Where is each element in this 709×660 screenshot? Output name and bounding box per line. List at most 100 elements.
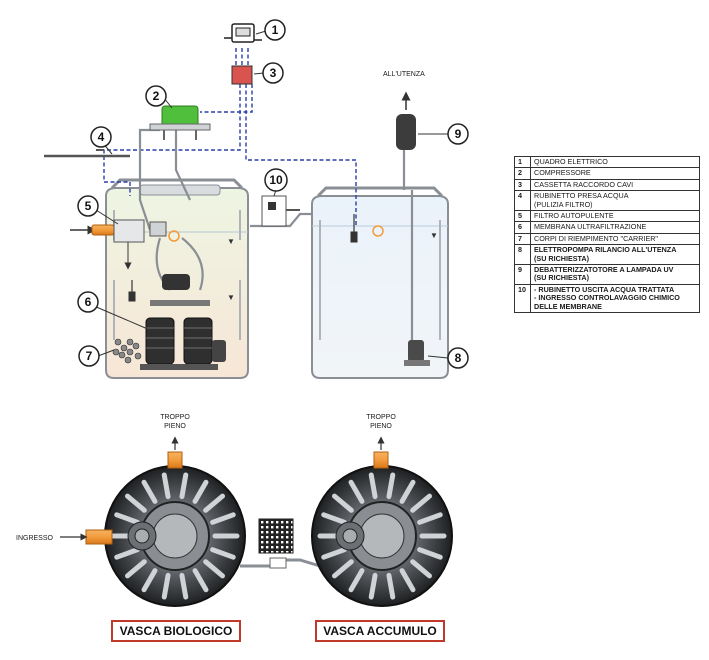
legend-text-line: MEMBRANA ULTRAFILTRAZIONE xyxy=(534,222,647,232)
legend-number: 10 xyxy=(514,283,531,314)
lid-rib xyxy=(417,547,443,560)
svg-text:▼: ▼ xyxy=(227,237,235,246)
callouts: 1 3 2 4 5 6 7 8 9 10 xyxy=(77,19,469,369)
lid-rib xyxy=(114,512,140,525)
legend-text-line: (PULIZIA FILTRO) xyxy=(534,199,593,209)
vasca-biologico-box xyxy=(111,620,241,642)
svg-text:▼: ▼ xyxy=(430,231,438,240)
legend-number: 9 xyxy=(514,264,531,285)
lid-rib xyxy=(399,479,416,504)
lid-rib xyxy=(399,568,416,593)
lid-rib xyxy=(125,559,147,579)
legend-number: 1 xyxy=(514,155,531,169)
legend-text: RUBINETTO PRESA ACQUA(PULIZIA FILTRO) xyxy=(530,190,700,212)
vasca-accumulo-top xyxy=(311,451,453,607)
lid-rib xyxy=(321,512,347,525)
lid-rib xyxy=(192,479,209,504)
lid-rib xyxy=(203,559,225,579)
lid-rib xyxy=(348,479,365,504)
legend-text: ELETTROPOMPA RILANCIO ALL'UTENZA(SU RICH… xyxy=(530,244,700,266)
lid-rib xyxy=(114,547,140,560)
legend-number: 5 xyxy=(514,210,531,223)
vasca-accumulo-box xyxy=(315,620,445,642)
float-switch-icons xyxy=(128,214,358,302)
legend-text: FILTRO AUTOPULENTE xyxy=(530,210,700,223)
lid-rib xyxy=(321,547,347,560)
rubinetto-uscita-icon xyxy=(261,195,300,227)
vasca-biologico-top xyxy=(85,451,246,607)
callout-10: 10 xyxy=(269,173,283,187)
legend-text-line: (SU RICHIESTA) xyxy=(534,253,589,263)
lid-rib xyxy=(203,493,225,513)
callout-5: 5 xyxy=(85,199,92,213)
legend-text-line: ELETTROPOMPA RILANCIO ALL'UTENZA xyxy=(534,245,677,255)
lid-rib xyxy=(368,472,378,500)
lid-rib xyxy=(192,568,209,593)
legend-text: QUADRO ELETTRICO xyxy=(530,155,700,169)
compressore-icon xyxy=(149,105,211,140)
filtro-autopulente-icon xyxy=(70,219,180,270)
lid-rib xyxy=(141,479,158,504)
legend-text-line: - RUBINETTO USCITA ACQUA TRATTATA xyxy=(534,284,675,294)
lid-rib xyxy=(179,472,189,500)
lid-rib xyxy=(368,572,378,600)
ingresso-label: INGRESSO xyxy=(16,535,54,542)
troppo-pieno-right-1: TROPPO xyxy=(366,414,396,421)
legend-text: CORPI DI RIEMPIMENTO "CARRIER" xyxy=(530,232,700,246)
legend-text: MEMBRANA ULTRAFILTRAZIONE xyxy=(530,221,700,234)
callout-3: 3 xyxy=(270,66,277,80)
legend-text-line: DELLE MEMBRANE xyxy=(534,301,602,311)
lid-rib xyxy=(332,559,354,579)
connection-pipe-top xyxy=(240,518,321,569)
legend-text-line: - INGRESSO CONTROLAVAGGIO CHIMICO xyxy=(534,293,680,303)
callout-8: 8 xyxy=(455,351,462,365)
callout-9: 9 xyxy=(455,127,462,141)
lid-rib xyxy=(410,493,432,513)
vasca-biologico-title: VASCA BIOLOGICO xyxy=(120,624,233,638)
legend-text-line: QUADRO ELETTRICO xyxy=(534,157,608,166)
lid-rib xyxy=(386,572,396,600)
legend-number: 6 xyxy=(514,221,531,234)
legend-text: COMPRESSORE xyxy=(530,167,700,180)
legend-text-line: RUBINETTO PRESA ACQUA xyxy=(534,191,629,201)
lid-rib xyxy=(332,493,354,513)
legend-number: 8 xyxy=(514,244,531,266)
legend-number: 7 xyxy=(514,232,531,246)
lid-rib xyxy=(410,559,432,579)
lid-rib xyxy=(386,472,396,500)
lid-rib xyxy=(179,572,189,600)
membrana-ultrafiltrazione-icon xyxy=(140,274,226,370)
lid-rib xyxy=(161,572,171,600)
legend-text: DEBATTERIZZATOTORE A LAMPADA UV(SU RICHI… xyxy=(530,264,700,285)
lid-rib xyxy=(417,512,443,525)
rubinetto-presa-acqua-icon xyxy=(44,149,130,158)
lid-rib xyxy=(210,512,236,525)
callout-7: 7 xyxy=(86,349,93,363)
legend-text-line: CORPI DI RIEMPIMENTO "CARRIER" xyxy=(534,233,658,243)
uv-lamp-icon xyxy=(396,91,416,150)
legend-text-line: (SU RICHIESTA) xyxy=(534,273,589,283)
lid-rib xyxy=(348,568,365,593)
lid-rib xyxy=(161,472,171,500)
cassetta-raccordo-icon xyxy=(231,65,253,85)
vasca-accumulo-title: VASCA ACCUMULO xyxy=(323,624,437,638)
quadro-elettrico-icon xyxy=(224,23,262,43)
elettropompa-icon xyxy=(404,340,430,366)
mesh-filter-icon xyxy=(258,518,294,554)
corpi-riempimento-icon xyxy=(112,338,142,364)
svg-text:▼: ▼ xyxy=(227,293,235,302)
troppo-pieno-left-1: TROPPO xyxy=(160,414,190,421)
legend-number: 4 xyxy=(514,190,531,212)
legend-number: 2 xyxy=(514,167,531,180)
